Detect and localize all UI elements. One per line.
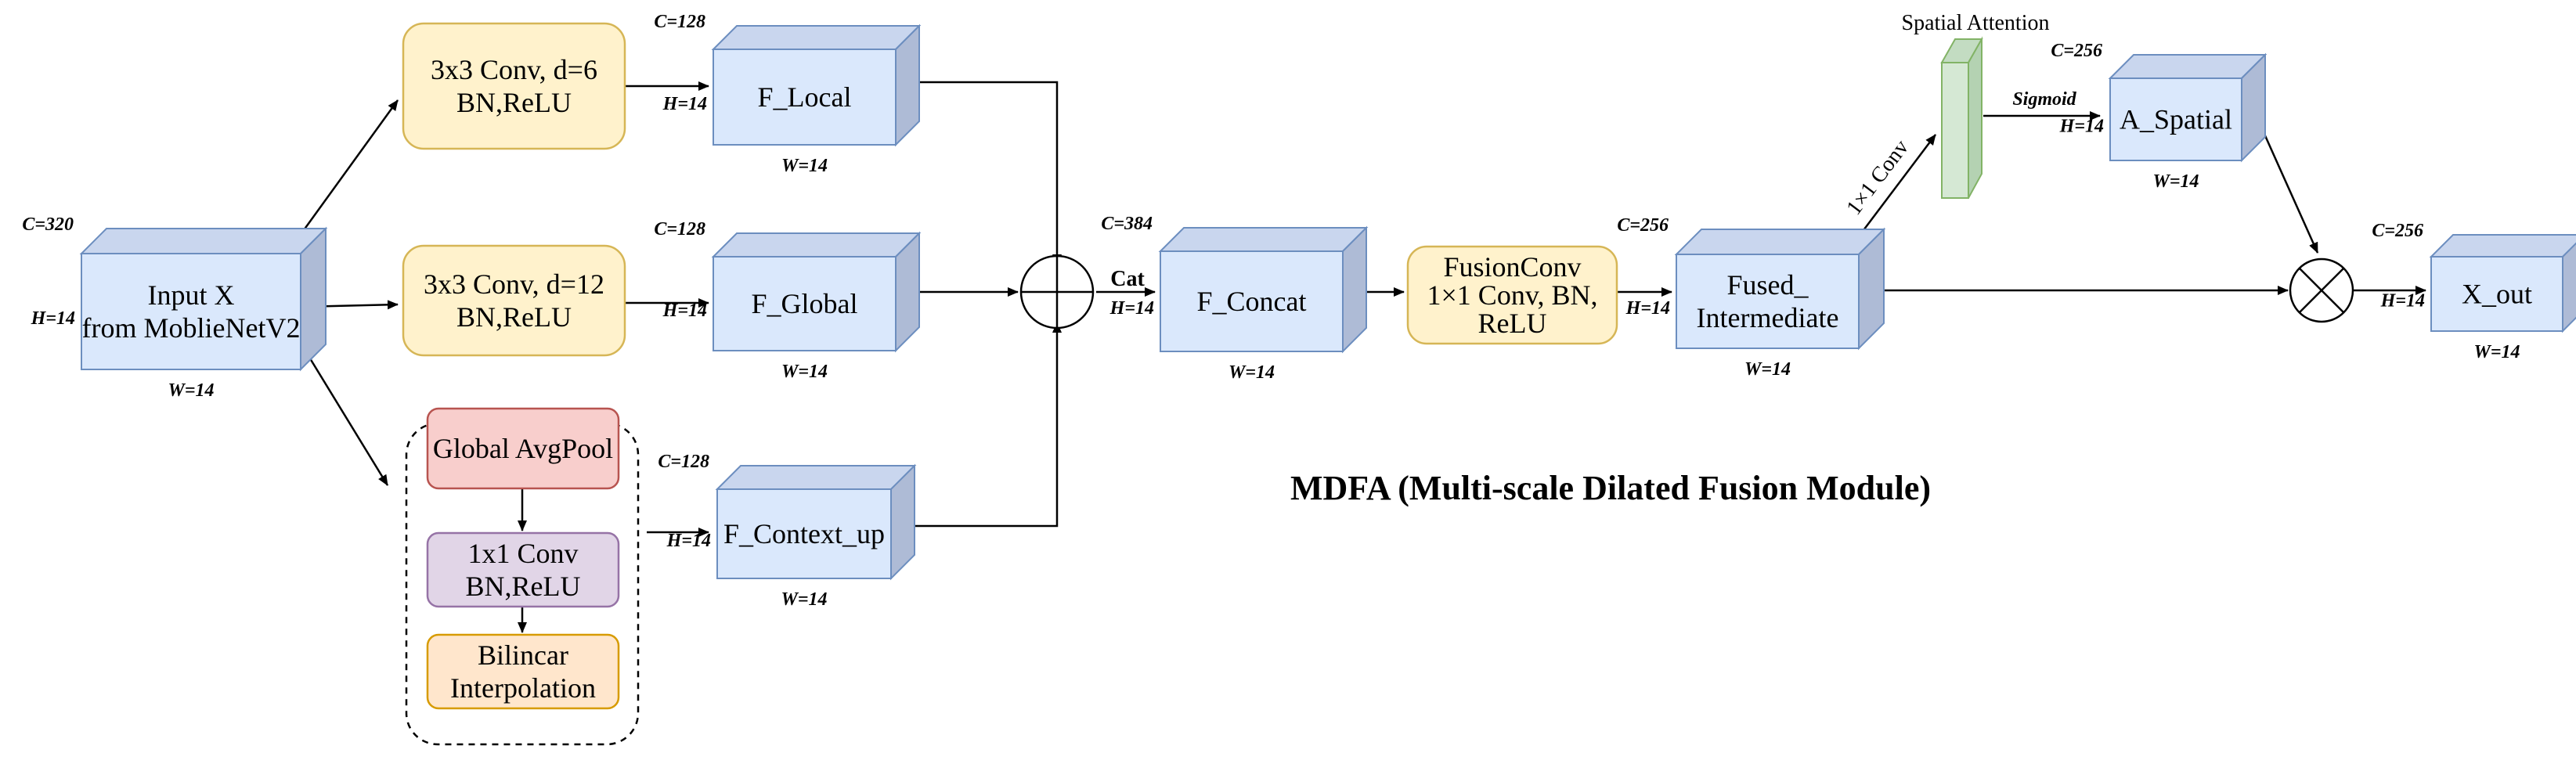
edge-input-to-context-branch bbox=[300, 344, 389, 486]
tensor-fused-intermediate-line-1: Fused_ bbox=[1726, 269, 1809, 301]
tensor-input-side bbox=[300, 226, 327, 372]
tensor-f-local-line-1: F_Local bbox=[758, 81, 852, 113]
spatial-attention-front bbox=[1941, 62, 1969, 199]
tensor-input-top bbox=[79, 228, 328, 254]
tensor-f-global-front bbox=[713, 256, 897, 351]
tensor-x-out-channels: C=256 bbox=[2372, 221, 2423, 241]
op-conv-d6-line-2: BN,ReLU bbox=[456, 87, 572, 118]
op-conv-d12-box bbox=[402, 244, 626, 357]
tensor-input-line-1: Input X bbox=[148, 279, 235, 311]
tensor-f-concat-channels: C=384 bbox=[1101, 214, 1153, 234]
tensor-f-concat-front bbox=[1160, 250, 1344, 352]
tensor-a-spatial-top bbox=[2108, 54, 2268, 79]
tensor-f-local-width: W=14 bbox=[781, 156, 828, 176]
spatial-attention-bar bbox=[1940, 36, 1983, 199]
tensor-f-context-up-front bbox=[716, 488, 892, 579]
tensor-f-global-channels: C=128 bbox=[654, 219, 705, 240]
tensor-fused-intermediate-top bbox=[1674, 229, 1886, 255]
multiply-diag-2 bbox=[2299, 268, 2344, 313]
multiply-operator bbox=[2289, 258, 2354, 323]
tensor-f-local-front bbox=[713, 49, 897, 146]
edge-context-to-sum bbox=[890, 322, 1062, 528]
tensor-f-global-height: H=14 bbox=[662, 301, 707, 321]
op-avgpool-box bbox=[426, 407, 620, 490]
op-conv-d6: 3x3 Conv, d=6BN,ReLU bbox=[402, 22, 626, 150]
edges bbox=[296, 81, 2426, 633]
tensor-a-spatial-channels: C=256 bbox=[2051, 41, 2102, 61]
tensor-a-spatial-height: H=14 bbox=[2059, 117, 2104, 137]
tensor-x-out-line-1: X_out bbox=[2462, 279, 2532, 310]
tensor-input-height: H=14 bbox=[31, 308, 75, 329]
tensor-fused-intermediate-channels: C=256 bbox=[1617, 215, 1669, 236]
tensor-fused-intermediate-front bbox=[1676, 254, 1860, 349]
tensor-f-local-height: H=14 bbox=[662, 94, 707, 114]
spatial-attention-side bbox=[1968, 36, 1983, 199]
op-avgpool-line-1: Global AvgPool bbox=[433, 433, 613, 464]
tensor-f-global-line-1: F_Global bbox=[751, 288, 857, 319]
tensor-a-spatial-front bbox=[2109, 77, 2242, 161]
op-conv1x1-line-1: 1x1 Conv bbox=[467, 538, 578, 569]
tensor-f-concat-line-1: F_Concat bbox=[1197, 286, 1307, 317]
spatial-attention-label: Spatial Attention bbox=[1902, 11, 2050, 35]
tensor-input-width: W=14 bbox=[168, 380, 214, 401]
sum-operator bbox=[1019, 254, 1095, 330]
sigmoid-label: Sigmoid bbox=[2012, 89, 2076, 110]
tensor-input-line-2: from MoblieNetV2 bbox=[82, 312, 301, 344]
tensor-f-context-up-top bbox=[715, 465, 917, 490]
op-avgpool: Global AvgPool bbox=[426, 407, 620, 490]
op-conv-d12-line-1: 3x3 Conv, d=12 bbox=[424, 268, 604, 300]
cat-label: Cat bbox=[1110, 267, 1145, 291]
tensor-input-front bbox=[81, 253, 301, 370]
tensor-f-context-up-width: W=14 bbox=[781, 589, 827, 610]
diagram-title: MDFA (Multi-scale Dilated Fusion Module) bbox=[1290, 469, 1931, 507]
op-fusionconv-line-1: FusionConv bbox=[1443, 251, 1581, 283]
op-conv-d6-box bbox=[402, 22, 626, 150]
tensor-x-out-height: H=14 bbox=[2380, 291, 2425, 312]
op-interpolation-line-2: Interpolation bbox=[450, 672, 596, 704]
tensor-x-out-top bbox=[2429, 234, 2576, 258]
op-conv1x1-box bbox=[426, 531, 620, 608]
tensor-f-concat-width: W=14 bbox=[1228, 362, 1275, 383]
tensor-input-channels: C=320 bbox=[22, 214, 74, 235]
op-interpolation-line-1: Bilincar bbox=[478, 639, 568, 671]
op-conv-d12-line-2: BN,ReLU bbox=[456, 301, 572, 333]
op-conv1x1-line-2: BN,ReLU bbox=[466, 571, 581, 602]
op-fusionconv-line-3: ReLU bbox=[1478, 308, 1547, 339]
tensor-fused-intermediate-line-2: Intermediate bbox=[1697, 302, 1839, 333]
tensor-a-spatial-width: W=14 bbox=[2152, 171, 2199, 192]
tensor-a-spatial-line-1: A_Spatial bbox=[2120, 104, 2232, 135]
tensor-f-context-up-height: H=14 bbox=[666, 531, 711, 551]
tensor-fused-intermediate-width: W=14 bbox=[1744, 359, 1791, 380]
tensor-f-concat-top bbox=[1158, 227, 1369, 252]
tensor-x-out-width: W=14 bbox=[2473, 342, 2520, 362]
tensor-f-global-top bbox=[711, 232, 922, 258]
tensor-f-context-up-line-1: F_Context_up bbox=[723, 518, 885, 549]
op-conv-d6-line-1: 3x3 Conv, d=6 bbox=[431, 54, 597, 85]
tensor-f-local-channels: C=128 bbox=[654, 12, 705, 32]
op-fusionconv-line-2: 1×1 Conv, BN, bbox=[1427, 279, 1598, 311]
tensor-x-out-front bbox=[2430, 256, 2563, 332]
op-interpolation-box bbox=[426, 633, 620, 710]
edge-input-to-conv-d6 bbox=[296, 99, 399, 240]
op-fusionconv-box bbox=[1406, 245, 1618, 345]
tensor-f-concat-height: H=14 bbox=[1109, 298, 1154, 319]
tensor-f-context-up-channels: C=128 bbox=[658, 452, 709, 472]
tensor-fused-intermediate-height: H=14 bbox=[1625, 298, 1670, 319]
edge-local-to-sum bbox=[918, 81, 1062, 265]
tensor-f-global-width: W=14 bbox=[781, 362, 828, 382]
tensor-f-local-top bbox=[711, 25, 922, 50]
